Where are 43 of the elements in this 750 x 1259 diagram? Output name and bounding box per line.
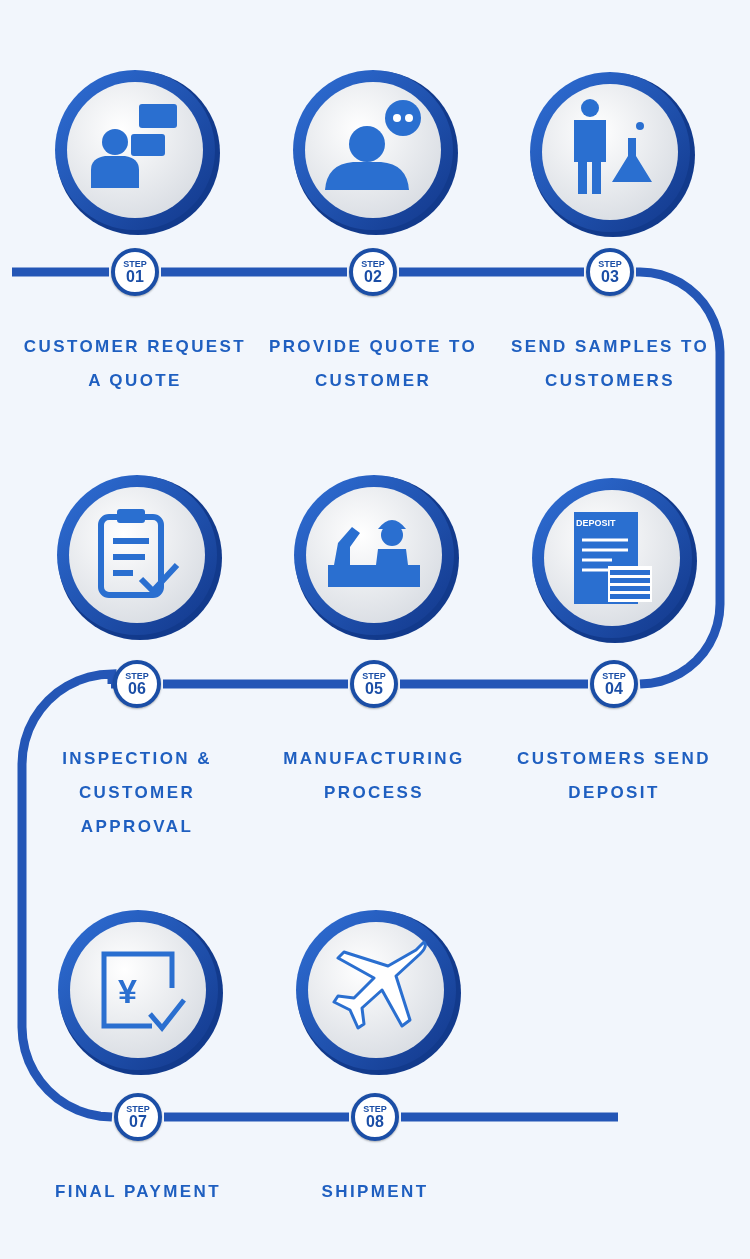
currency-symbol: ¥ (118, 972, 137, 1011)
track-line (399, 267, 584, 277)
step-number: 01 (126, 268, 144, 285)
step-badge (113, 660, 161, 708)
step-label: STEP (361, 259, 385, 269)
step-label: STEP (602, 671, 626, 681)
step-badge (114, 1093, 162, 1141)
document-heading: DEPOSIT (576, 518, 616, 528)
track-line (635, 267, 725, 689)
track-line (401, 1112, 618, 1122)
track-line (400, 679, 588, 689)
step-number: 06 (128, 680, 146, 697)
step-title: PROVIDE QUOTE TO CUSTOMER (267, 336, 479, 392)
step-label: STEP (123, 259, 147, 269)
step-label: STEP (125, 671, 149, 681)
step-label: STEP (126, 1104, 150, 1114)
step-title: CUSTOMERS SEND DEPOSIT (516, 748, 712, 804)
step-title: MANUFACTURING PROCESS (282, 748, 466, 804)
step-number: 08 (366, 1113, 384, 1130)
step-label: STEP (598, 259, 622, 269)
step-badge (111, 248, 159, 296)
step-badge (349, 248, 397, 296)
step-badge (351, 1093, 399, 1141)
step-title: SEND SAMPLES TO CUSTOMERS (509, 336, 711, 392)
step-title: CUSTOMER REQUEST A QUOTE (22, 336, 248, 392)
step-badge (350, 660, 398, 708)
step-badge (586, 248, 634, 296)
track-line (164, 1112, 349, 1122)
step-title: SHIPMENT (320, 1181, 430, 1203)
track-line (163, 679, 348, 689)
step-badge (590, 660, 638, 708)
step-label: STEP (363, 1104, 387, 1114)
step-number: 07 (129, 1113, 147, 1130)
step-title: FINAL PAYMENT (54, 1181, 222, 1203)
track-line (17, 669, 117, 1122)
step-number: 04 (605, 680, 623, 697)
step-title: INSPECTION & CUSTOMER APPROVAL (61, 748, 213, 838)
step-number: 02 (364, 268, 382, 285)
track-line (12, 267, 109, 277)
step-number: 05 (365, 680, 383, 697)
step-label: STEP (362, 671, 386, 681)
track-line (161, 267, 347, 277)
step-number: 03 (601, 268, 619, 285)
